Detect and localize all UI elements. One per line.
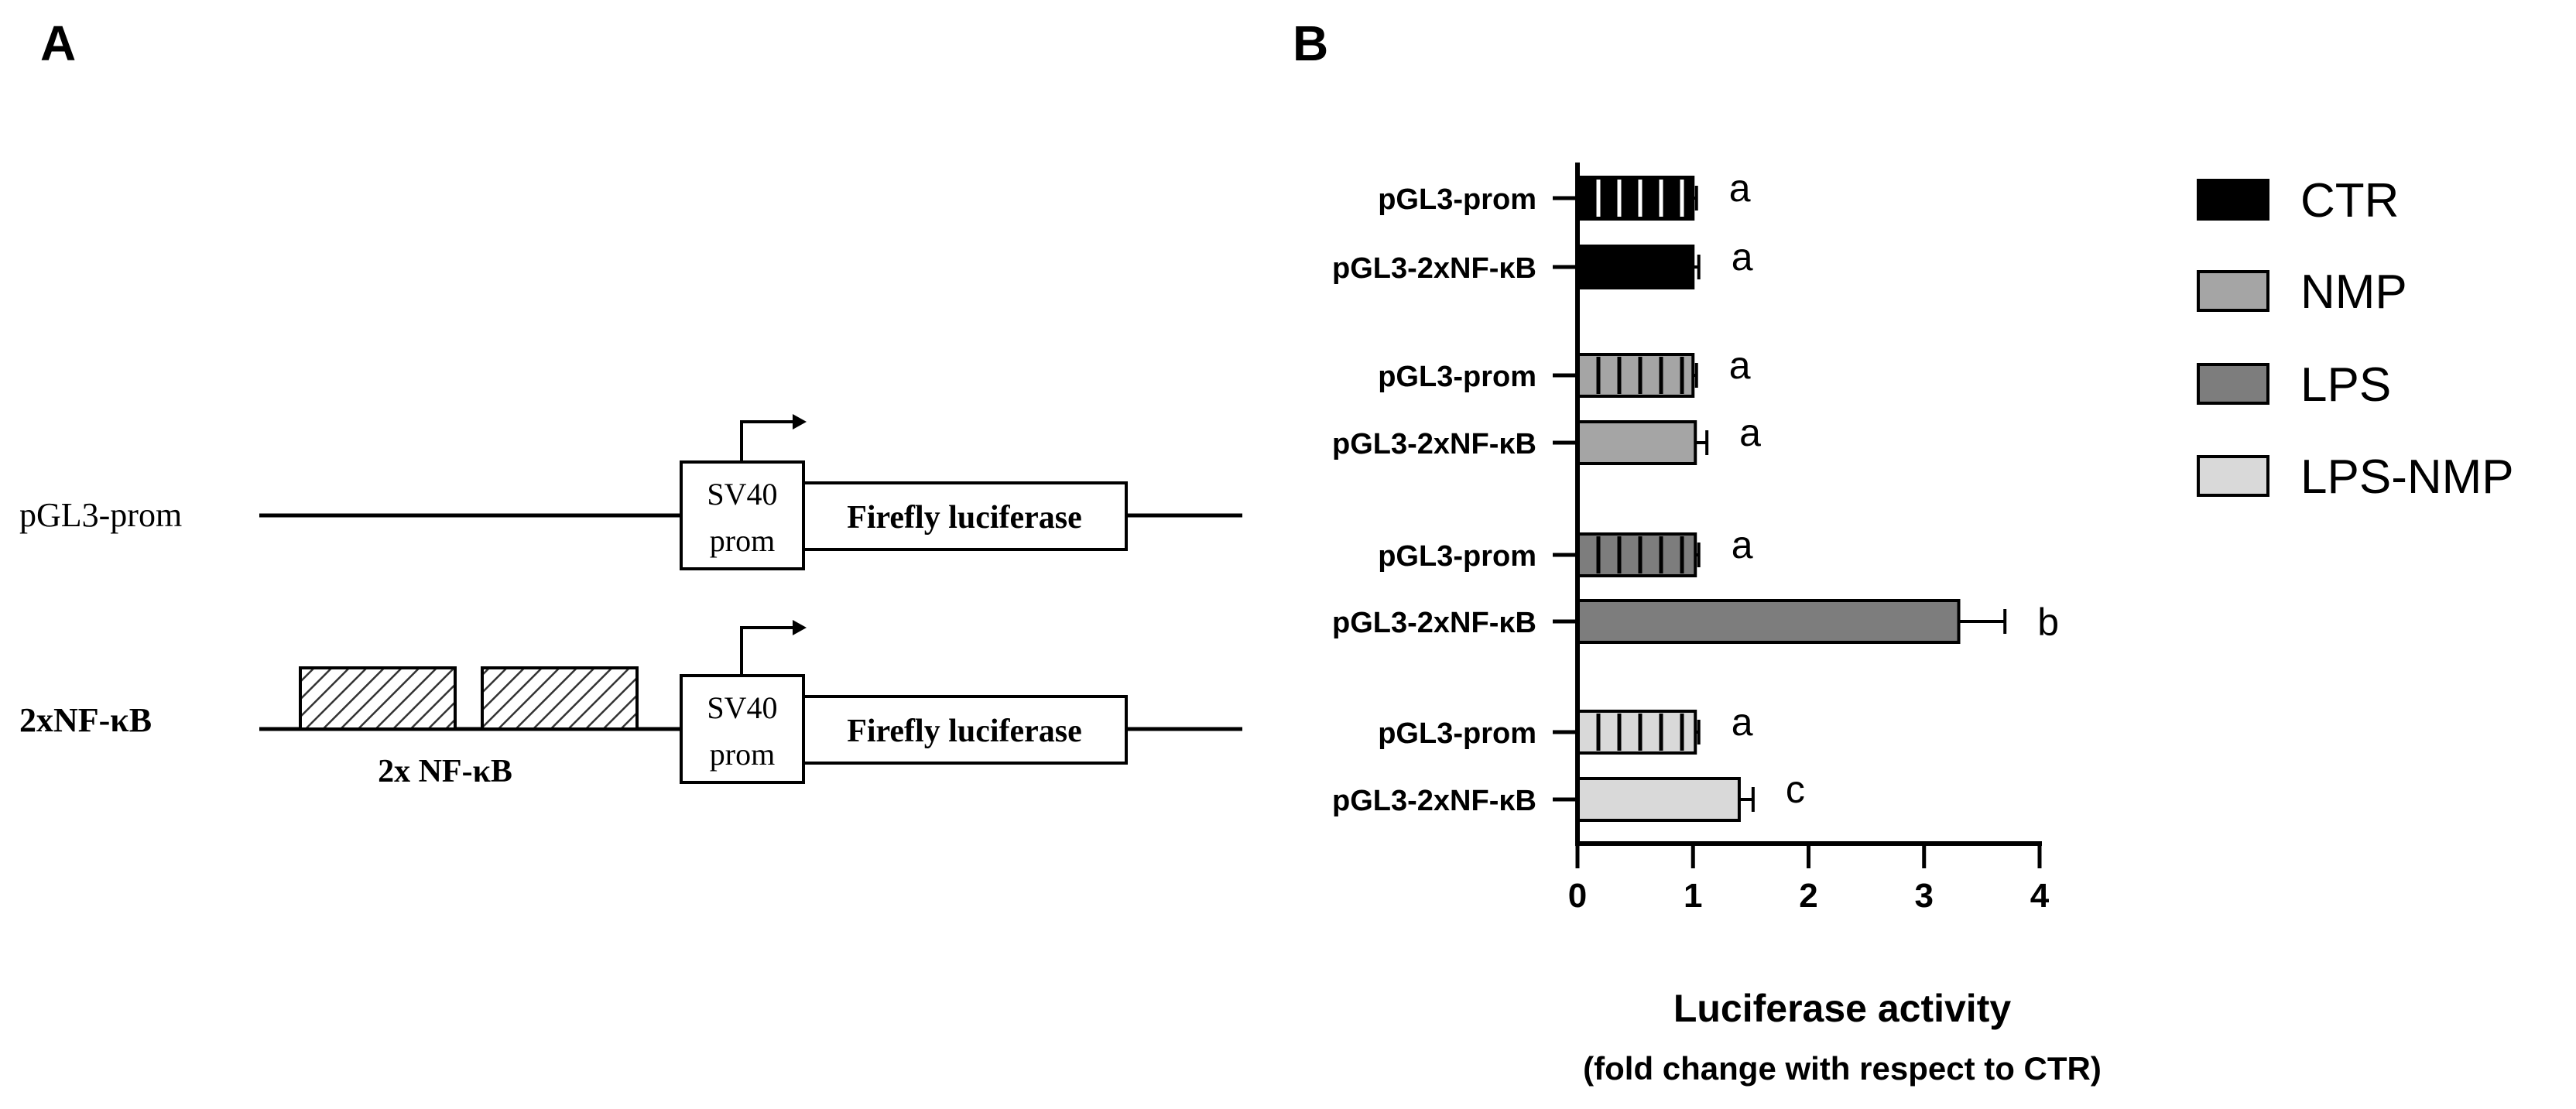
panel-b-letter: B: [1293, 15, 1328, 71]
axes-layer: pGL3-prom pGL3-2xNF-κB pGL3-prom pGL3-2xNF-…: [1332, 163, 2050, 915]
x-tick-label: 4: [2030, 877, 2050, 915]
significance-label: c: [1786, 768, 1805, 811]
legend-swatch: [2197, 455, 2269, 497]
significance-label: a: [1729, 166, 1751, 210]
legend-label: CTR: [2300, 174, 2399, 228]
y-tick-label: pGL3-2xNF-κB: [1332, 428, 1536, 460]
significance-label: b: [2037, 601, 2059, 644]
x-tick-label: 2: [1799, 877, 1817, 915]
construct-2xnfkb: 2xNF-κB 2x NF-κB SV40 prom Firefly lucif…: [19, 620, 1242, 789]
promoter-label-line1: SV40: [707, 477, 777, 512]
bar: [1576, 420, 1697, 465]
y-tick-label: pGL3-2xNF-κB: [1332, 785, 1536, 817]
significance-label: a: [1732, 235, 1753, 279]
y-tick-label: pGL3-prom: [1378, 540, 1536, 573]
transcription-start-arrow: [740, 626, 796, 676]
x-tick-label: 0: [1568, 877, 1587, 915]
arrowhead-icon: [793, 620, 807, 635]
construct-label-pgl3-prom: pGL3-prom: [19, 496, 182, 534]
y-tick-label: pGL3-prom: [1378, 361, 1536, 393]
bar: [1576, 532, 1697, 577]
construct-label-2xnfkb: 2xNF-κB: [19, 701, 152, 739]
nfkb-site-box-2: [481, 666, 639, 731]
y-tick-label: pGL3-prom: [1378, 717, 1536, 750]
promoter-label-line2: prom: [710, 737, 775, 772]
arrowhead-icon: [793, 414, 807, 430]
construct-pgl3-prom: pGL3-prom SV40 prom Firefly luciferase: [19, 414, 1242, 570]
significance-label: a: [1739, 411, 1761, 454]
bar: [1576, 245, 1695, 289]
bar: [1576, 599, 1961, 644]
x-axis-subtitle: (fold change with respect to CTR): [1583, 1050, 2102, 1087]
promoter-label-line2: prom: [710, 523, 775, 558]
bar: [1576, 176, 1695, 221]
luciferase-gene-box: [802, 481, 1128, 551]
promoter-label-line1: SV40: [707, 690, 777, 725]
x-tick-label: 1: [1684, 877, 1702, 915]
bar: [1576, 353, 1695, 398]
y-tick-label: pGL3-2xNF-κB: [1332, 252, 1536, 285]
gene-label: Firefly luciferase: [847, 714, 1082, 749]
bar: [1576, 710, 1697, 755]
significance-label: a: [1729, 344, 1751, 387]
bar: [1576, 777, 1741, 822]
y-tick-label: pGL3-2xNF-κB: [1332, 607, 1536, 639]
legend-swatch: [2197, 363, 2269, 405]
nfkb-site-box-1: [299, 666, 457, 731]
legend-label: LPS-NMP: [2300, 450, 2514, 504]
legend-label: NMP: [2300, 265, 2407, 319]
luciferase-gene-box: [802, 695, 1128, 765]
significance-label: a: [1732, 523, 1753, 566]
y-tick-label: pGL3-prom: [1378, 183, 1536, 216]
transcription-start-arrow: [740, 420, 796, 462]
gene-label: Firefly luciferase: [847, 500, 1082, 536]
legend: CTR NMP LPS LPS-NMP: [2197, 174, 2514, 504]
legend-swatch: [2197, 179, 2269, 221]
significance-label: a: [1732, 700, 1753, 744]
panel-a-letter: A: [40, 15, 76, 71]
panel-a: A pGL3-prom SV40 prom Firefly luciferase…: [19, 15, 1242, 789]
x-tick-label: 3: [1915, 877, 1934, 915]
legend-label: LPS: [2300, 358, 2391, 412]
nfkb-element-label: 2x NF-κB: [378, 754, 512, 789]
legend-swatch: [2197, 270, 2269, 312]
x-axis-title: Luciferase activity: [1673, 987, 2012, 1030]
